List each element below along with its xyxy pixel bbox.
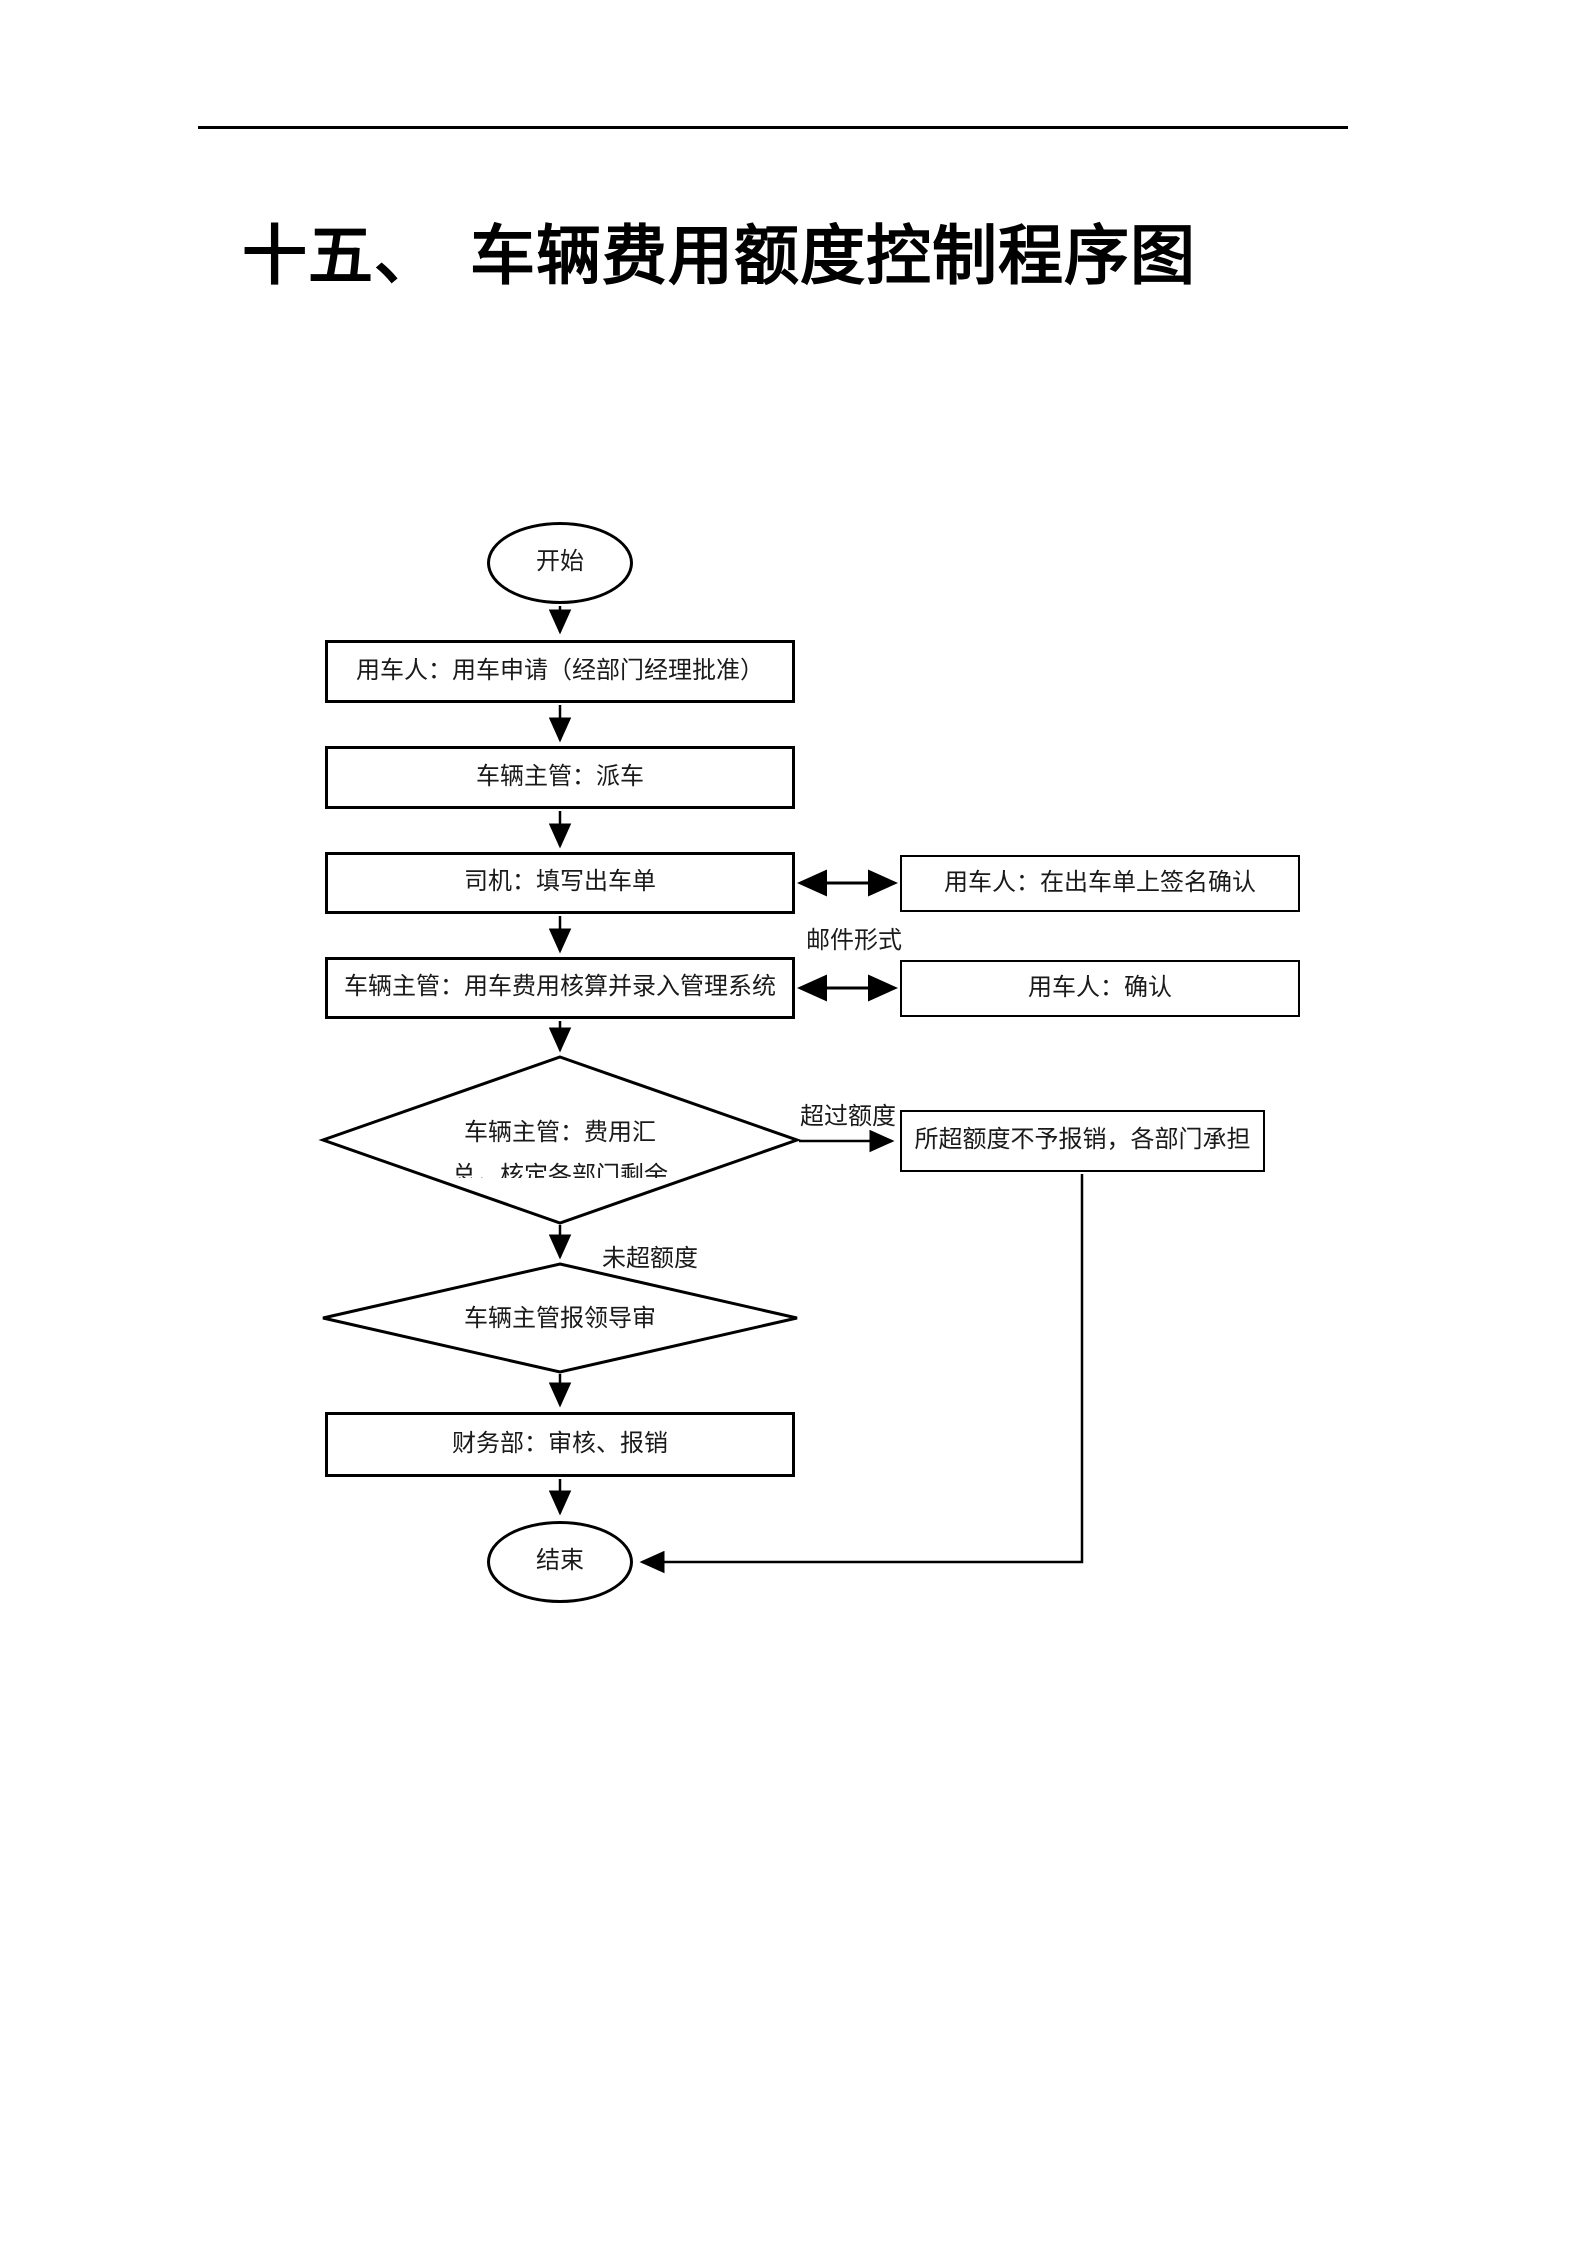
decision-summary-text: 车辆主管：费用汇 总，核定各部门剩余 (410, 1112, 710, 1178)
header-rule (198, 126, 1348, 129)
within-quota-label: 未超额度 (602, 1246, 698, 1272)
start-label: 开始 (536, 549, 584, 576)
page-title-number: 十五、 (242, 219, 441, 292)
decision-summary-line1: 车辆主管：费用汇 (464, 1120, 656, 1146)
process-finance: 财务部：审核、报销 (325, 1412, 795, 1477)
decision-summary-line2: 总，核定各部门剩余 (452, 1163, 668, 1178)
page-title-text: 车辆费用额度控制程序图 (470, 219, 1197, 292)
process-over-quota-label: 所超额度不予报销，各部门承担 (914, 1127, 1251, 1154)
process-user-confirm: 用车人：确认 (900, 960, 1300, 1017)
decision-review-text: 车辆主管报领导审 (464, 1306, 656, 1332)
process-apply-label: 用车人：用车申请（经部门经理批准） (356, 657, 764, 684)
process-cost-entry: 车辆主管：用车费用核算并录入管理系统 (325, 957, 795, 1019)
end-terminator: 结束 (487, 1521, 633, 1603)
process-over-quota: 所超额度不予报销，各部门承担 (900, 1110, 1265, 1172)
process-sign-confirm: 用车人：在出车单上签名确认 (900, 855, 1300, 912)
email-form-label: 邮件形式 (806, 928, 902, 954)
connector-overquota-to-end (639, 1174, 1084, 1574)
process-fill-form: 司机：填写出车单 (325, 852, 795, 914)
diamond-review-shape (322, 1262, 798, 1374)
end-label: 结束 (536, 1548, 584, 1575)
process-dispatch-label: 车辆主管：派车 (476, 763, 644, 790)
start-terminator: 开始 (487, 522, 633, 604)
process-dispatch: 车辆主管：派车 (325, 746, 795, 809)
process-user-confirm-label: 用车人：确认 (1028, 974, 1172, 1001)
diamond-summary-shape (318, 1055, 802, 1225)
process-fill-form-label: 司机：填写出车单 (464, 869, 656, 896)
page-title: 十五、 车辆费用额度控制程序图 (242, 220, 1196, 292)
process-apply: 用车人：用车申请（经部门经理批准） (325, 640, 795, 703)
process-finance-label: 财务部：审核、报销 (452, 1430, 668, 1457)
process-sign-confirm-label: 用车人：在出车单上签名确认 (944, 869, 1256, 896)
over-quota-label: 超过额度 (800, 1104, 896, 1130)
process-cost-entry-label: 车辆主管：用车费用核算并录入管理系统 (344, 974, 776, 1001)
